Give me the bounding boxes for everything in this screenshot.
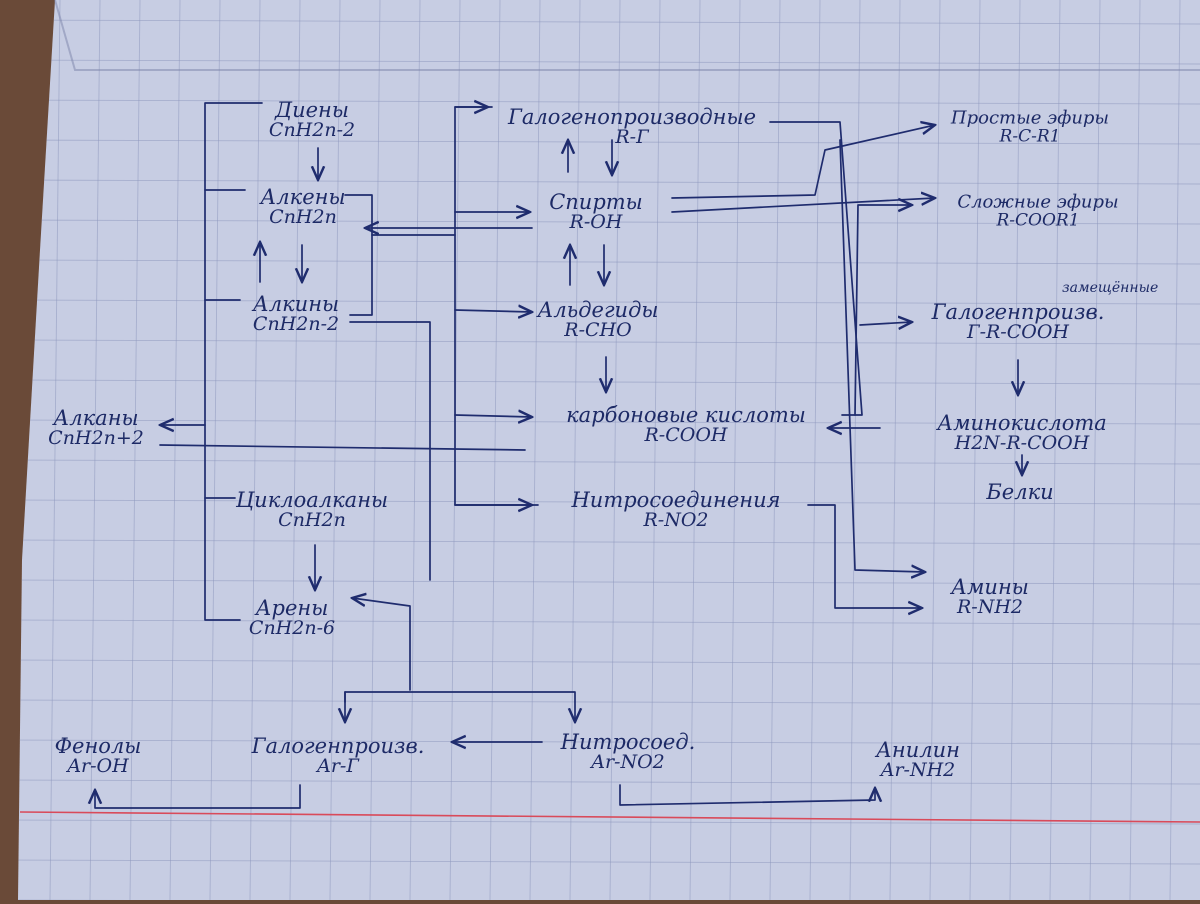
aryl-halides-formula: Ar-Г (317, 755, 359, 778)
edge-right-vertical-to-amines (839, 139, 925, 572)
node-amino-acids: Аминокислота H2N-R-COOH (937, 412, 1107, 454)
amino-acids-name: Аминокислота (937, 411, 1107, 436)
edge-arenes-right (352, 598, 411, 691)
edge-alkanes-to-carboxylic (159, 444, 526, 451)
phenols-name: Фенолы (54, 734, 142, 759)
haloderivatives-formula: R-Г (615, 126, 649, 149)
aldehydes-name: Альдегиды (537, 298, 659, 323)
margin-line (19, 811, 1200, 823)
node-aldehydes: Альдегиды R-CHO (538, 299, 659, 341)
edge-alcohols-to-ethers (671, 125, 935, 199)
cycloalkanes-name: Циклоалканы (235, 488, 389, 513)
arenes-name: Арены (255, 596, 329, 621)
node-proteins: Белки (986, 481, 1053, 503)
edge-nitro-to-amines (807, 504, 922, 608)
halo-acids-name: Галогенпроизв. (931, 300, 1105, 325)
nitro-compounds-name: Нитросоединения (571, 488, 781, 513)
node-carboxylic-acids: карбоновые кислоты R-COOH (566, 404, 806, 446)
edge-aryl-nitro-to-anilines (619, 784, 875, 806)
nitro-compounds-formula: R-NO2 (643, 509, 709, 532)
amines-name: Амины (951, 575, 1029, 600)
halo-acids-formula: Г-R-COOH (967, 321, 1069, 344)
node-arenes: Арены CnH2n-6 (249, 597, 335, 639)
edge-bracket-to-aldehydes (454, 310, 532, 312)
alkynes-formula: CnH2n-2 (252, 313, 340, 336)
phenols-formula: Ar-OH (67, 755, 129, 778)
edge-left-bracket (204, 102, 263, 621)
aryl-nitro-formula: Ar-NO2 (591, 751, 665, 774)
node-halo-acids: Галогенпроизв. Г-R-COOH (932, 301, 1105, 343)
haloderivatives-name: Галогенопроизводные (507, 105, 757, 130)
node-alkenes: Алкены CnH2n (260, 186, 345, 228)
alkenes-name: Алкены (260, 185, 346, 210)
node-aryl-halides: Галогенпроизв. Ar-Г (252, 735, 425, 777)
carboxylic-acids-formula: R-COOH (644, 424, 728, 447)
amines-formula: R-NH2 (956, 596, 1023, 619)
node-dienes: Диены CnH2n-2 (269, 99, 355, 141)
alkanes-formula: CnH2n+2 (48, 427, 144, 450)
alkenes-formula: CnH2n (269, 206, 337, 229)
node-alcohols: Спирты R-OH (549, 191, 643, 233)
aryl-nitro-name: Нитросоед. (560, 730, 696, 755)
node-alkynes: Алкины CnH2n-2 (253, 293, 339, 335)
esters-name: Сложные эфиры (957, 191, 1119, 213)
page-fold-shadow (54, 0, 1200, 71)
aryl-halides-name: Галогенпроизв. (251, 734, 425, 759)
ethers-name: Простые эфиры (950, 107, 1110, 129)
node-haloderivatives: Галогенопроизводные R-Г (508, 106, 756, 148)
connector-lines (95, 102, 1022, 809)
edge-right-vertical-to-esters (854, 205, 912, 416)
anilines-name: Анилин (876, 738, 960, 763)
arenes-formula: CnH2n-6 (248, 617, 336, 640)
node-alkanes: Алканы CnH2n+2 (48, 407, 144, 449)
aldehydes-formula: R-CHO (564, 319, 632, 342)
alcohols-formula: R-OH (569, 211, 623, 234)
node-esters: Сложные эфиры R-COOR1 (957, 191, 1119, 231)
halo-acids-note: замещённые (1062, 280, 1159, 296)
dienes-name: Диены (275, 98, 349, 123)
dienes-formula: CnH2n-2 (268, 119, 356, 142)
ethers-formula: R-C-R1 (999, 126, 1061, 147)
alkynes-name: Алкины (252, 292, 340, 317)
alcohols-name: Спирты (549, 190, 643, 215)
edge-right-vertical-to-halo-acids (859, 322, 912, 325)
node-ethers: Простые эфиры R-C-R1 (950, 107, 1110, 147)
node-cycloalkanes: Циклоалканы CnH2n (236, 489, 388, 531)
edge-alcohols-to-esters (671, 198, 935, 213)
node-anilines: Анилин Ar-NH2 (876, 739, 960, 781)
edge-alkenes-out (344, 194, 373, 316)
edge-bracket-to-carboxylic (454, 415, 532, 417)
cycloalkanes-formula: CnH2n (278, 509, 346, 532)
paper-sheet (18, 0, 1200, 900)
node-aryl-nitro: Нитросоед. Ar-NO2 (561, 731, 696, 773)
proteins-name: Белки (986, 479, 1054, 504)
node-nitro-compounds: Нитросоединения R-NO2 (571, 489, 780, 531)
edge-halo-to-right-vertical (769, 121, 863, 416)
amino-acids-formula: H2N-R-COOH (954, 432, 1090, 455)
node-amines: Амины R-NH2 (951, 576, 1029, 618)
anilines-formula: Ar-NH2 (880, 759, 956, 782)
carboxylic-acids-name: карбоновые кислоты (566, 403, 806, 428)
esters-formula: R-COOR1 (996, 210, 1080, 231)
node-phenols: Фенолы Ar-OH (55, 735, 142, 777)
edge-alkynes-to-arenes-left (349, 321, 431, 581)
alkanes-name: Алканы (53, 406, 139, 431)
edge-aryl-halides-to-phenols (95, 784, 301, 809)
